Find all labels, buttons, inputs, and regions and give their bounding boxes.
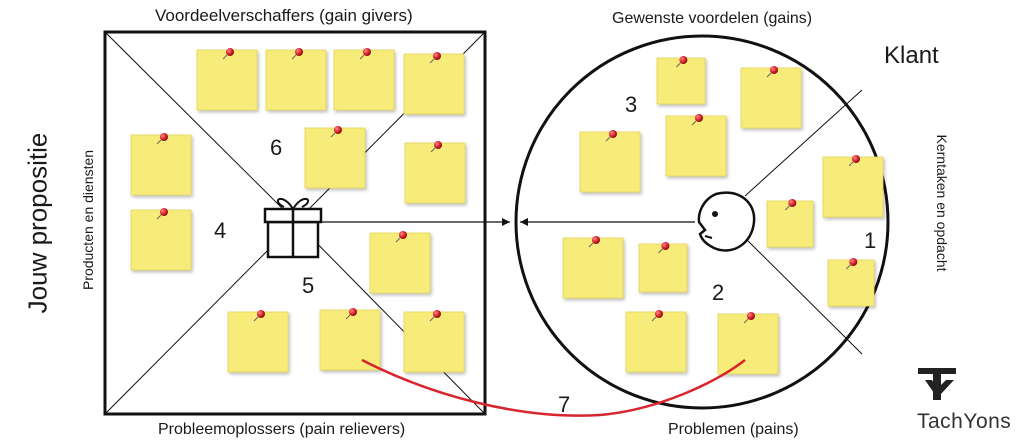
connector-curve	[361, 358, 746, 417]
products-label: Producten en diensten	[80, 149, 96, 291]
pain-relievers-label: Probleemoplossers (pain relievers)	[158, 421, 406, 438]
push-pin-icon	[156, 208, 168, 220]
push-pin-icon	[222, 48, 234, 60]
push-pin-icon	[658, 242, 670, 254]
push-pin-icon	[429, 310, 441, 322]
sticky-note	[196, 48, 258, 111]
sticky-note	[665, 114, 727, 177]
number-6: 6	[270, 135, 283, 160]
number-1: 1	[864, 228, 877, 253]
push-pin-icon	[691, 114, 703, 126]
customer-label: Klant	[884, 42, 939, 69]
sticky-note	[656, 56, 706, 105]
sticky-note	[130, 208, 192, 271]
gains-label: Gewenste voordelen (gains)	[612, 10, 813, 27]
gain-givers-label: Voordeelverschaffers (gain givers)	[155, 6, 413, 25]
sticky-note	[822, 155, 884, 218]
push-pin-icon	[429, 52, 441, 64]
push-pin-icon	[345, 308, 357, 320]
number-3: 3	[625, 92, 638, 117]
push-pin-icon	[848, 155, 860, 167]
push-pin-icon	[845, 258, 858, 270]
sticky-notes	[130, 48, 884, 375]
fit-arrow	[320, 218, 695, 226]
sticky-note	[333, 48, 395, 111]
push-pin-icon	[359, 48, 371, 60]
sticky-note	[638, 242, 688, 293]
push-pin-icon	[395, 231, 407, 243]
sticky-note	[562, 236, 624, 299]
sticky-note	[579, 130, 641, 193]
sticky-note	[625, 310, 687, 373]
push-pin-icon	[651, 310, 663, 322]
sticky-note	[403, 52, 465, 115]
sticky-note	[740, 66, 802, 129]
sticky-note	[827, 258, 875, 307]
push-pin-icon	[156, 133, 168, 145]
sticky-note	[319, 308, 381, 371]
sticky-note	[265, 48, 327, 111]
sticky-note	[404, 141, 466, 204]
push-pin-icon	[784, 199, 797, 211]
number-4: 4	[214, 218, 227, 243]
sticky-note	[369, 231, 431, 294]
face-icon	[697, 191, 756, 252]
proposition-label: Jouw propositie	[22, 132, 53, 314]
push-pin-icon	[430, 141, 442, 153]
sticky-note	[304, 126, 366, 189]
sticky-note	[403, 310, 465, 373]
push-pin-icon	[676, 56, 688, 68]
push-pin-icon	[291, 48, 303, 60]
push-pin-icon	[766, 66, 778, 78]
sticky-note	[227, 310, 289, 373]
brand-name: TachYons	[917, 410, 1012, 433]
sticky-note	[130, 133, 192, 196]
gift-icon	[263, 198, 323, 259]
push-pin-icon	[588, 236, 600, 248]
push-pin-icon	[253, 310, 265, 322]
push-pin-icon	[330, 126, 342, 138]
number-2: 2	[712, 280, 725, 305]
push-pin-icon	[743, 312, 755, 324]
jobs-label: Kerntaken en opdacht	[934, 134, 950, 272]
sticky-note	[717, 312, 779, 375]
number-7: 7	[558, 392, 571, 417]
number-5: 5	[302, 273, 315, 298]
push-pin-icon	[605, 130, 617, 142]
sticky-note	[766, 199, 814, 248]
pains-label: Problemen (pains)	[668, 421, 799, 438]
tachyons-logo-icon	[916, 366, 958, 402]
